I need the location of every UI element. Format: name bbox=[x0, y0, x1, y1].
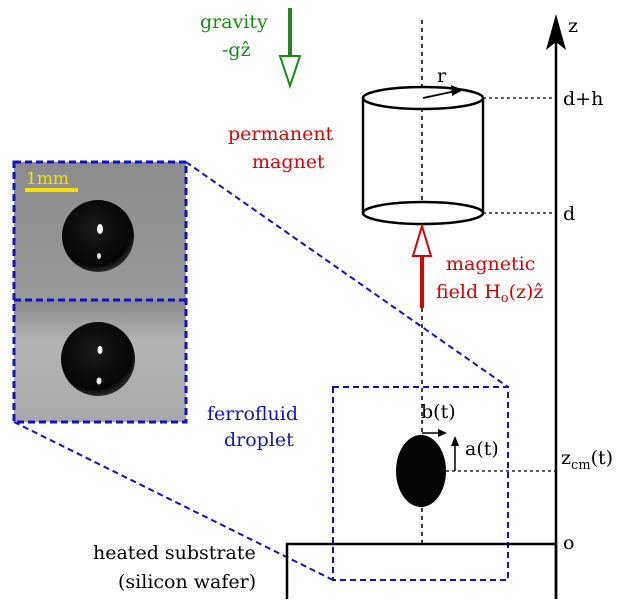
droplet-label-line1: ferrofluid bbox=[207, 403, 298, 425]
b-arrow-icon bbox=[438, 429, 447, 437]
radius-label: r bbox=[437, 65, 447, 87]
inset-droplet-bottom bbox=[61, 322, 135, 396]
a-arrow-icon bbox=[451, 436, 459, 446]
b-label: b(t) bbox=[421, 401, 456, 423]
substrate bbox=[285, 542, 558, 599]
substrate-label-line2: (silicon wafer) bbox=[118, 571, 256, 593]
tick-label-d: d bbox=[563, 203, 575, 225]
droplet-label-line2: droplet bbox=[224, 429, 294, 451]
droplet bbox=[396, 435, 446, 507]
zoom-line-top bbox=[185, 161, 509, 388]
gravity-vector-label: -gẑ bbox=[222, 39, 251, 61]
magnet-cylinder bbox=[361, 85, 485, 226]
gravity-label: gravity bbox=[200, 11, 268, 33]
radius-arrow-icon bbox=[451, 85, 463, 96]
substrate-label-line1: heated substrate bbox=[93, 542, 256, 564]
field-label-line1: magnetic bbox=[446, 253, 535, 275]
tick-label-origin: o bbox=[563, 532, 574, 554]
z-axis-arrow-icon bbox=[546, 14, 566, 50]
a-label: a(t) bbox=[465, 438, 499, 460]
tick-label-top: d+h bbox=[563, 88, 603, 110]
gravity-arrow-icon bbox=[278, 55, 302, 90]
magnet-label-line2: magnet bbox=[252, 151, 325, 173]
inset-droplet-top bbox=[62, 200, 134, 272]
inset-frame bbox=[12, 160, 188, 424]
inset-droplet-top-highlight bbox=[97, 224, 103, 234]
inset-droplet-bottom-highlight bbox=[97, 346, 103, 354]
tick-label-zcm: zcm(t) bbox=[561, 447, 613, 473]
field-label-line2: field Ho(z)ẑ bbox=[436, 281, 543, 306]
field-arrow-icon bbox=[411, 222, 433, 257]
z-axis-label: z bbox=[568, 15, 578, 37]
magnet-label-line1: permanent bbox=[228, 123, 334, 145]
droplet-zoom-box bbox=[332, 386, 509, 581]
scale-bar-label: 1mm bbox=[26, 169, 69, 189]
inset-photo-group: 1mm bbox=[12, 160, 188, 424]
